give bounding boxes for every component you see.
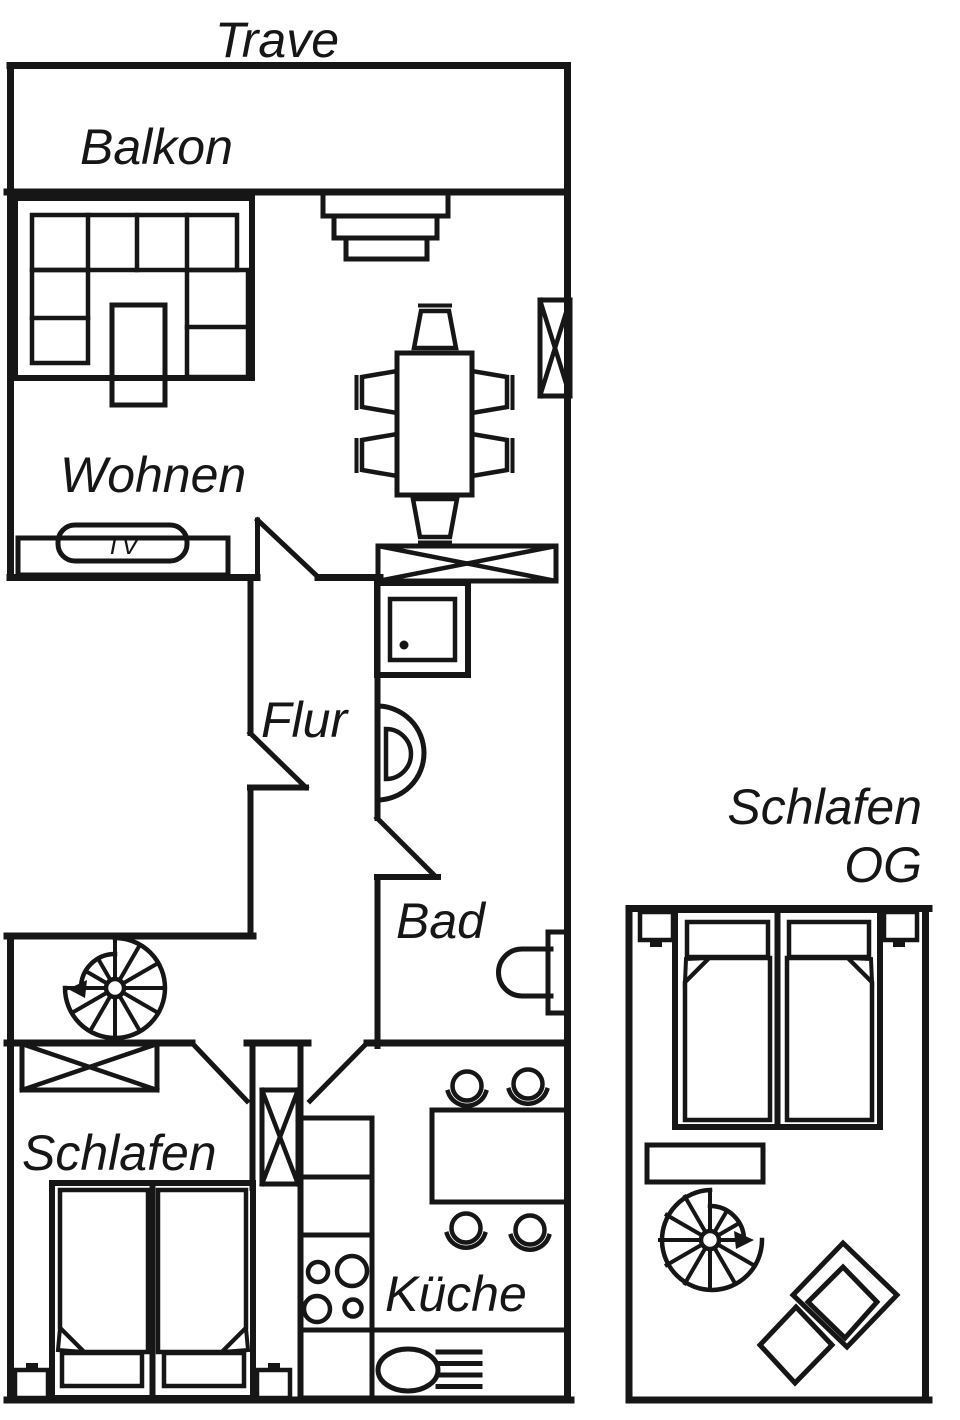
window-icon xyxy=(537,297,573,399)
ottoman xyxy=(756,1303,836,1387)
label-og: OG xyxy=(844,837,922,893)
sink xyxy=(375,1346,441,1394)
corner-sofa xyxy=(12,195,255,381)
balcony-steps xyxy=(320,189,451,262)
upper-spiral-staircase-icon xyxy=(658,1187,765,1293)
room-labels: Trave Balkon Wohnen Flur Bad Schlafen Kü… xyxy=(22,12,922,1322)
living-sideboard-icon xyxy=(375,543,559,584)
nightstands xyxy=(12,1363,293,1401)
twin-beds xyxy=(49,1180,256,1401)
shower xyxy=(374,580,471,678)
label-schlafen-og: Schlafen xyxy=(727,779,922,835)
upper-twin-beds xyxy=(672,907,883,1130)
bath-door-leaf xyxy=(373,814,437,878)
label-schlafen: Schlafen xyxy=(22,1125,217,1181)
armchair xyxy=(789,1239,901,1351)
spiral-staircase-icon xyxy=(62,935,168,1041)
dining-table xyxy=(394,350,475,498)
label-bad: Bad xyxy=(396,893,487,949)
label-trave: Trave xyxy=(215,12,339,68)
dining-set xyxy=(354,303,515,545)
label-balkon: Balkon xyxy=(80,119,233,175)
wardrobe-icon xyxy=(19,1041,160,1093)
toilet xyxy=(496,929,571,1016)
tv-sideboard: TV xyxy=(15,522,231,578)
washbasin xyxy=(374,703,427,803)
kitchen-door-leaf xyxy=(306,1039,371,1105)
coffee-table xyxy=(109,302,168,408)
bedroom-door-leaf xyxy=(188,1039,251,1105)
kitchen-counter xyxy=(297,1115,571,1401)
door-swings xyxy=(188,516,437,1105)
label-wohnen: Wohnen xyxy=(60,447,246,503)
upper-nightstands xyxy=(637,909,920,947)
living-door-leaf xyxy=(253,516,322,581)
dresser xyxy=(644,1142,766,1185)
tv-label: TV xyxy=(105,530,141,560)
entrance-door-leaf xyxy=(246,729,310,792)
kitchen-table-with-stools xyxy=(429,1067,570,1252)
label-kueche: Küche xyxy=(385,1266,527,1322)
label-flur: Flur xyxy=(261,692,349,748)
duct-shaft-icon xyxy=(259,1087,301,1187)
